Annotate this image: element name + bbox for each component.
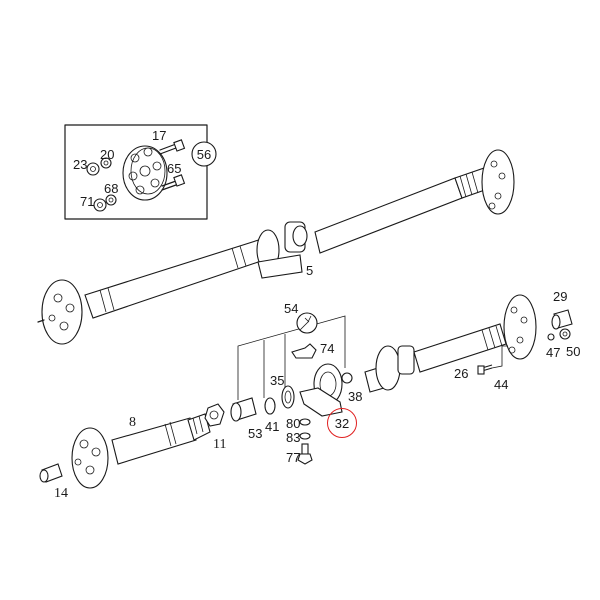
label-68: 68 <box>104 181 119 196</box>
label-29: 29 <box>553 289 568 304</box>
label-23: 23 <box>73 157 88 172</box>
label-38: 38 <box>348 389 363 404</box>
label-54: 54 <box>284 301 299 316</box>
label-80: 80 <box>286 416 301 431</box>
label-74: 74 <box>320 341 335 356</box>
label-44: 44 <box>494 377 509 392</box>
kit-callout-circle <box>191 141 217 167</box>
lower-front-shaft <box>39 385 295 489</box>
clip-74 <box>291 343 317 359</box>
label-20: 20 <box>100 147 115 162</box>
label-35: 35 <box>270 373 285 388</box>
flex-disc-kit-inset <box>64 124 217 220</box>
label-5: 5 <box>306 263 314 278</box>
label-17: 17 <box>152 128 167 143</box>
label-77: 77 <box>286 450 301 465</box>
label-11: 11 <box>213 437 227 452</box>
highlighted-part-32[interactable]: 32 <box>327 408 357 438</box>
label-53: 53 <box>248 426 263 441</box>
label-83: 83 <box>286 430 301 445</box>
label-71: 71 <box>80 194 95 209</box>
label-50: 50 <box>566 344 581 359</box>
label-26: 26 <box>454 366 469 381</box>
group-54-leader <box>237 312 346 400</box>
label-41: 41 <box>265 419 280 434</box>
center-bearing-32 <box>299 363 353 417</box>
label-8: 8 <box>129 415 136 430</box>
kit-callout-56[interactable]: 56 <box>196 146 212 162</box>
lower-rear-shaft <box>364 294 573 393</box>
label-14: 14 <box>54 486 68 501</box>
label-47: 47 <box>546 345 561 360</box>
upper-drive-shaft <box>37 149 515 345</box>
mount-hardware <box>297 418 313 465</box>
label-65: 65 <box>167 161 182 176</box>
